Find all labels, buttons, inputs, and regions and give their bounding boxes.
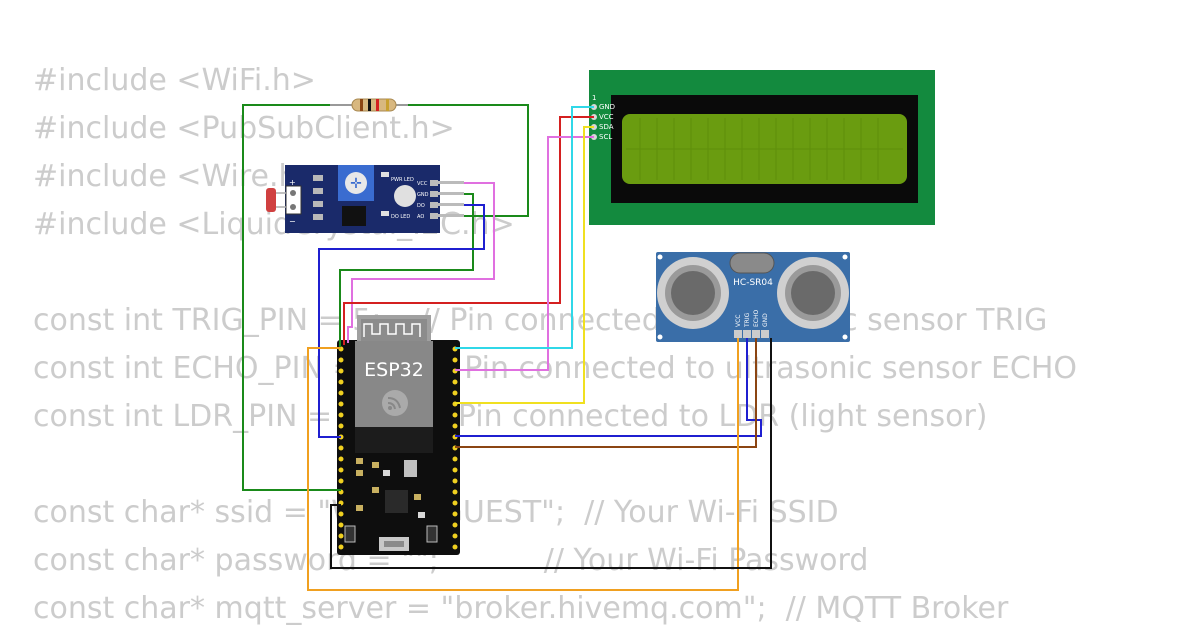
ldr-minus-label: − [289, 217, 296, 226]
photoresistor [266, 188, 276, 212]
potentiometer-knob [345, 172, 367, 194]
ultrasonic-pin-header [734, 330, 769, 338]
code-line: #include <PubSubClient.h> [33, 111, 455, 146]
ultrasonic-transducer-left [657, 257, 729, 329]
code-line: const char* mqtt_server = "broker.hivemq… [33, 591, 1009, 626]
ultrasonic-transducer-right [777, 257, 849, 329]
wire-hcsr04-echo-brown[interactable] [455, 338, 757, 448]
boot-button[interactable] [426, 525, 438, 543]
wire-hcsr04-gnd-black[interactable] [330, 338, 772, 569]
wire-lcd-gnd-cyan[interactable] [455, 106, 594, 349]
wire-hcsr04-trig-blue[interactable] [455, 338, 762, 437]
code-line: const char* password = ""; // Your Wi-Fi… [33, 543, 869, 578]
esp32-board[interactable]: ESP32 [337, 315, 460, 555]
crystal-oscillator [729, 252, 775, 274]
resistor[interactable] [330, 98, 408, 112]
wire-ldr-do-blue[interactable] [318, 204, 485, 438]
ultrasonic-sensor[interactable]: HC-SR04 VCC TRIG ECHO GND [656, 252, 850, 342]
ldr-terminal-block [285, 185, 302, 215]
ldr-module[interactable]: ✛ PWR LED DO LED + − VCC GND DO AO [266, 165, 464, 233]
lcd-pin-one-label: 1 [592, 94, 596, 102]
ultrasonic-label: HC-SR04 [733, 278, 773, 288]
lcd-pin-sda: SDA [599, 123, 614, 131]
lcd-pin-vcc: VCC [599, 113, 614, 121]
lcd-display[interactable]: 1 GND VCC SDA SCL [589, 70, 935, 225]
ldr-pin-header [430, 180, 464, 219]
esp32-components [356, 458, 425, 518]
esp32-antenna [361, 319, 427, 341]
lcd-char-grid [626, 118, 903, 180]
code-line: const int LDR_PIN = 34; // Pin connected… [33, 399, 988, 434]
ldr-pwr-led-label: PWR LED [391, 177, 414, 183]
wire-lcd-scl-magenta[interactable] [455, 136, 594, 371]
ultrasonic-pin-trig: TRIG [744, 312, 751, 328]
esp32-left-pins [338, 346, 344, 550]
ldr-plus-label: + [289, 178, 296, 187]
ldr-pin-ao: AO [417, 214, 424, 220]
espressif-logo-icon [382, 390, 408, 416]
wire-resistor-to-ldr-ao[interactable] [408, 104, 529, 217]
ultrasonic-pin-echo: ECHO [753, 310, 760, 327]
ldr-pin-vcc: VCC [417, 181, 428, 187]
ultrasonic-pin-vcc: VCC [735, 315, 742, 327]
wire-hcsr04-vcc-orange[interactable] [307, 338, 739, 591]
code-line: #include <WiFi.h> [33, 63, 316, 98]
wire-lcd-sda-yellow[interactable] [455, 126, 594, 404]
ultrasonic-pin-gnd: GND [762, 313, 769, 327]
ldr-sensor-led [394, 185, 416, 207]
esp32-label: ESP32 [364, 359, 424, 381]
wire-ldr-gnd-green[interactable] [339, 193, 474, 349]
lcd-pin-gnd: GND [599, 103, 615, 111]
en-button[interactable] [344, 525, 356, 543]
lcd-pin-scl: SCL [599, 133, 612, 141]
potentiometer-cross-icon: ✛ [350, 176, 362, 192]
ldr-pin-gnd: GND [417, 192, 429, 198]
ldr-do-led-label: DO LED [391, 214, 410, 220]
wire-ldr-vcc-magenta[interactable] [347, 182, 495, 343]
ldr-pin-do: DO [417, 203, 425, 209]
ldr-comparator-chip [342, 206, 366, 226]
wire-resistor-to-esp32[interactable] [242, 104, 341, 491]
